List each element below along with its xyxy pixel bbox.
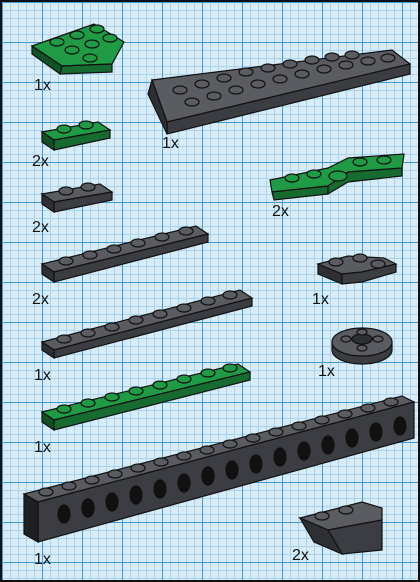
dark-gray-corner-plate-part bbox=[318, 254, 396, 284]
qty-dark-gray-technic-brick: 1x bbox=[34, 552, 51, 568]
dark-gray-round-plate-part bbox=[332, 328, 392, 364]
qty-dark-gray-corner-plate: 1x bbox=[312, 292, 329, 308]
dark-gray-plate-1x6-part bbox=[42, 226, 208, 282]
green-plate-1x2-part bbox=[42, 121, 110, 150]
qty-dark-gray-plate-1x6: 2x bbox=[32, 292, 49, 308]
dark-gray-plate-1x8-part bbox=[42, 290, 252, 358]
dark-gray-plate-1x2-part bbox=[42, 183, 112, 212]
qty-dark-gray-round-plate: 1x bbox=[318, 364, 335, 380]
dark-gray-slope-part bbox=[300, 502, 382, 554]
qty-dark-gray-plate-1x8: 1x bbox=[34, 368, 51, 384]
qty-green-wedge-plate: 1x bbox=[34, 78, 51, 94]
green-wing-plate-part bbox=[270, 154, 404, 200]
dark-gray-wedge-plate-part bbox=[148, 50, 410, 134]
qty-dark-gray-slope-brick: 2x bbox=[292, 548, 309, 564]
qty-green-plate-1x2: 2x bbox=[32, 154, 49, 170]
qty-green-plate-1x8: 1x bbox=[34, 440, 51, 456]
qty-dark-gray-wedge-plate: 1x bbox=[162, 136, 179, 152]
qty-green-wing-plate: 2x bbox=[272, 204, 289, 220]
green-plate-1x8-part bbox=[42, 364, 250, 430]
green-wedge-plate-part bbox=[32, 24, 124, 74]
qty-dark-gray-plate-1x2: 2x bbox=[32, 220, 49, 236]
